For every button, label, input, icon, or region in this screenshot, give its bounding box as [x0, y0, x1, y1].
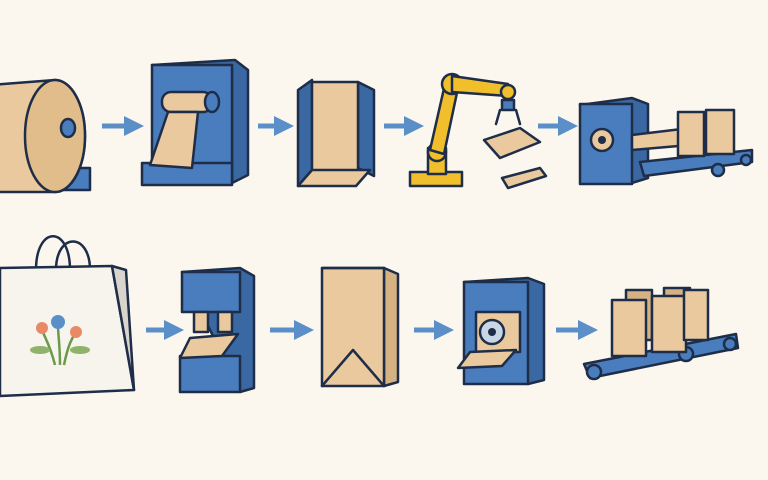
paper-roll-icon — [0, 78, 92, 194]
folded-sheet-icon — [296, 78, 376, 188]
unwinding-machine-icon — [140, 58, 250, 187]
bag-conveyor-icon — [582, 286, 740, 381]
printing-machine-icon — [456, 276, 546, 386]
finished-shopping-bag-icon — [0, 235, 136, 398]
bag-forming-conveyor-icon — [578, 96, 754, 186]
paper-bag-icon — [320, 266, 400, 388]
robot-arm-icon — [408, 72, 548, 190]
handle-press-machine-icon — [178, 266, 256, 394]
